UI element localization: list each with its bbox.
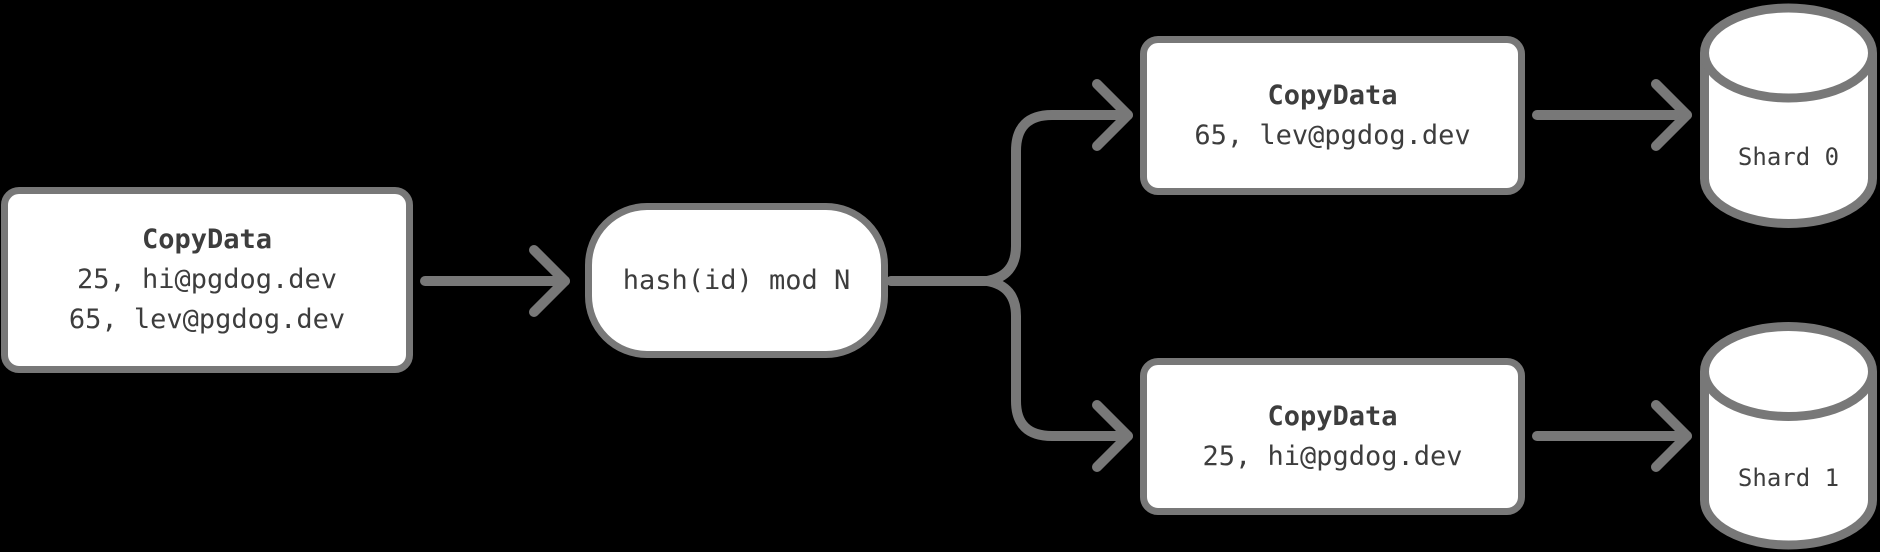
- branch-top-head-icon: [1092, 79, 1133, 151]
- hash-router-label: hash(id) mod N: [622, 264, 851, 296]
- arrow-top-to-shard0-head-icon: [1651, 79, 1692, 151]
- arrow-input-to-router-head-icon: [529, 245, 570, 317]
- input-copydata-node: CopyData 25, hi@pgdog.dev 65, lev@pgdog.…: [1, 187, 413, 373]
- hash-router-node: hash(id) mod N: [585, 203, 888, 358]
- branch-bottom-line: [982, 276, 1133, 441]
- input-node-row: 25, hi@pgdog.dev: [76, 264, 338, 295]
- shard0-label: Shard 0: [1737, 143, 1840, 171]
- branch-bottom-head-icon: [1092, 400, 1133, 472]
- input-node-title: CopyData: [141, 224, 273, 255]
- shard0-database-icon: [1700, 3, 1877, 228]
- branch-bottom-node-title: CopyData: [1267, 400, 1398, 432]
- shard1-database-icon: [1700, 322, 1877, 550]
- branch-bottom-copydata-node: CopyData 25, hi@pgdog.dev: [1140, 358, 1525, 515]
- branch-top-node-row: 65, lev@pgdog.dev: [1194, 119, 1471, 151]
- arrow-bottom-to-shard1-head-icon: [1651, 400, 1692, 472]
- branch-top-node-title: CopyData: [1267, 79, 1398, 111]
- branch-top-copydata-node: CopyData 65, lev@pgdog.dev: [1140, 36, 1525, 195]
- shard1-label: Shard 1: [1737, 464, 1840, 492]
- branch-top-line: [982, 110, 1133, 286]
- input-node-row: 65, lev@pgdog.dev: [68, 304, 346, 335]
- branch-bottom-node-row: 25, hi@pgdog.dev: [1202, 440, 1463, 472]
